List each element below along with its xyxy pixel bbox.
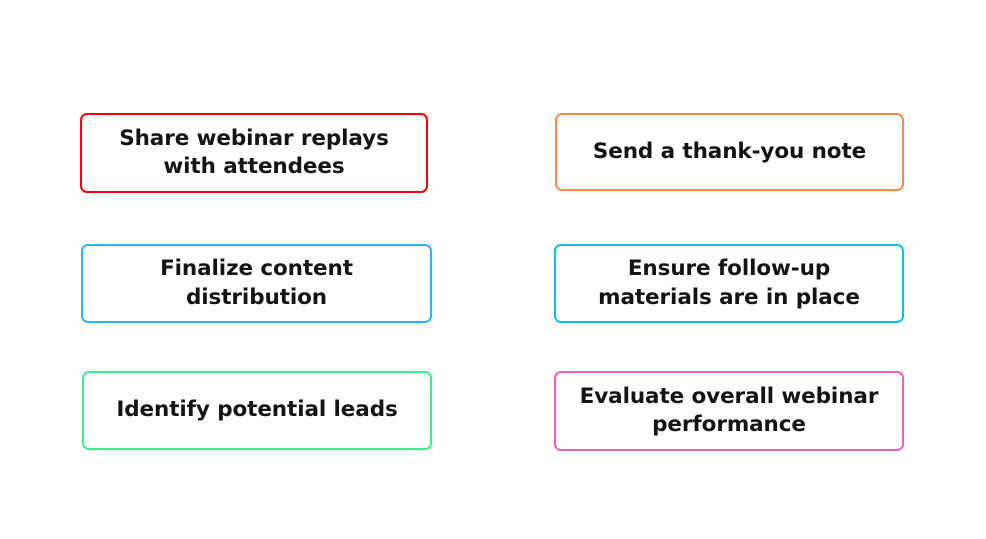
task-box-identify-potential-leads[interactable]: Identify potential leads (82, 371, 432, 450)
task-box-label: Finalize content distribution (160, 256, 353, 310)
task-box-send-thank-you-note[interactable]: Send a thank-you note (555, 113, 904, 191)
task-box-share-webinar-replays[interactable]: Share webinar replays with attendees (80, 113, 428, 193)
task-box-label: Send a thank-you note (592, 138, 867, 164)
task-box-label: Identify potential leads (116, 397, 398, 423)
task-box-label: Evaluate overall webinar performance (579, 383, 879, 437)
task-box-evaluate-webinar-performance[interactable]: Evaluate overall webinar performance (554, 371, 904, 451)
task-box-finalize-content-distribution[interactable]: Finalize content distribution (81, 244, 432, 323)
task-box-ensure-follow-up-materials[interactable]: Ensure follow-up materials are in place (554, 244, 904, 323)
task-box-label: Ensure follow-up materials are in place (598, 256, 860, 310)
task-box-label: Share webinar replays with attendees (119, 125, 389, 179)
